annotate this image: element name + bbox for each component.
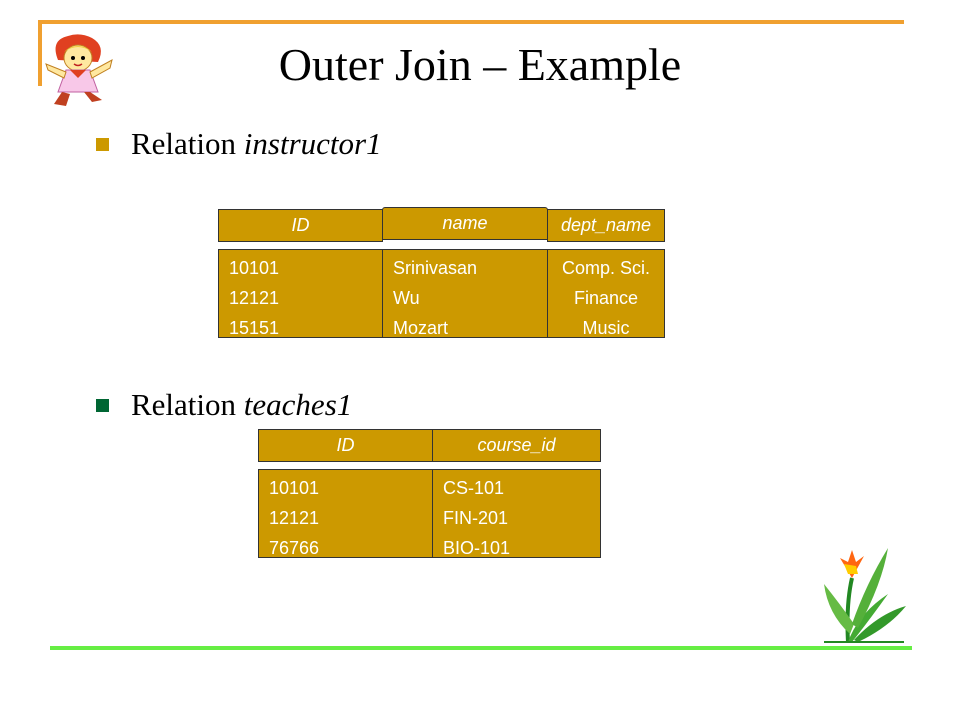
column-header-dept-name: dept_name	[547, 209, 665, 242]
relation-name: teaches1	[243, 387, 353, 422]
bullet-text: Relation teaches1	[131, 387, 353, 422]
column-header-course-id: course_id	[432, 429, 601, 462]
table-cell: 76766	[269, 538, 320, 558]
table-cell: 10101	[269, 478, 320, 498]
table-cell: Mozart	[393, 318, 449, 338]
name-column-cells: Srinivasan Wu Mozart	[382, 249, 548, 338]
id-column-cells: 10101 12121 76766	[258, 469, 433, 558]
bottom-divider-line	[50, 646, 912, 650]
table-cell: Music	[582, 318, 630, 338]
id-column-cells: 10101 12121 15151	[218, 249, 383, 338]
bullet-teaches1: Relation teaches1	[96, 387, 352, 423]
bullet-marker	[96, 137, 109, 151]
bullet-instructor1: Relation instructor1	[96, 126, 382, 162]
table-cell: 12121	[229, 288, 280, 308]
bullet-marker	[96, 398, 109, 412]
table-cell: CS-101	[443, 478, 505, 498]
slide-title: Outer Join – Example	[278, 39, 682, 90]
course-id-column-cells: CS-101 FIN-201 BIO-101	[432, 469, 601, 558]
column-header-id: ID	[218, 209, 383, 242]
column-header-id: ID	[258, 429, 433, 462]
flower-icon	[824, 548, 906, 643]
left-border-line	[38, 20, 42, 86]
table-cell: Comp. Sci.	[561, 258, 651, 278]
table-cell: 10101	[229, 258, 280, 278]
top-border-line	[38, 20, 904, 24]
table-cell: Wu	[393, 288, 420, 308]
table-cell: FIN-201	[443, 508, 509, 528]
table-cell: BIO-101	[443, 538, 511, 558]
dept-column-cells: Comp. Sci. Finance Music	[547, 249, 665, 338]
table-cell: Srinivasan	[393, 258, 478, 278]
table-cell: 12121	[269, 508, 320, 528]
table-cell: 15151	[229, 318, 280, 338]
cartoon-girl-icon	[45, 34, 113, 106]
bullet-text: Relation instructor1	[131, 126, 382, 161]
relation-name: instructor1	[243, 126, 382, 161]
column-header-name: name	[382, 207, 548, 240]
table-cell: Finance	[573, 288, 639, 308]
